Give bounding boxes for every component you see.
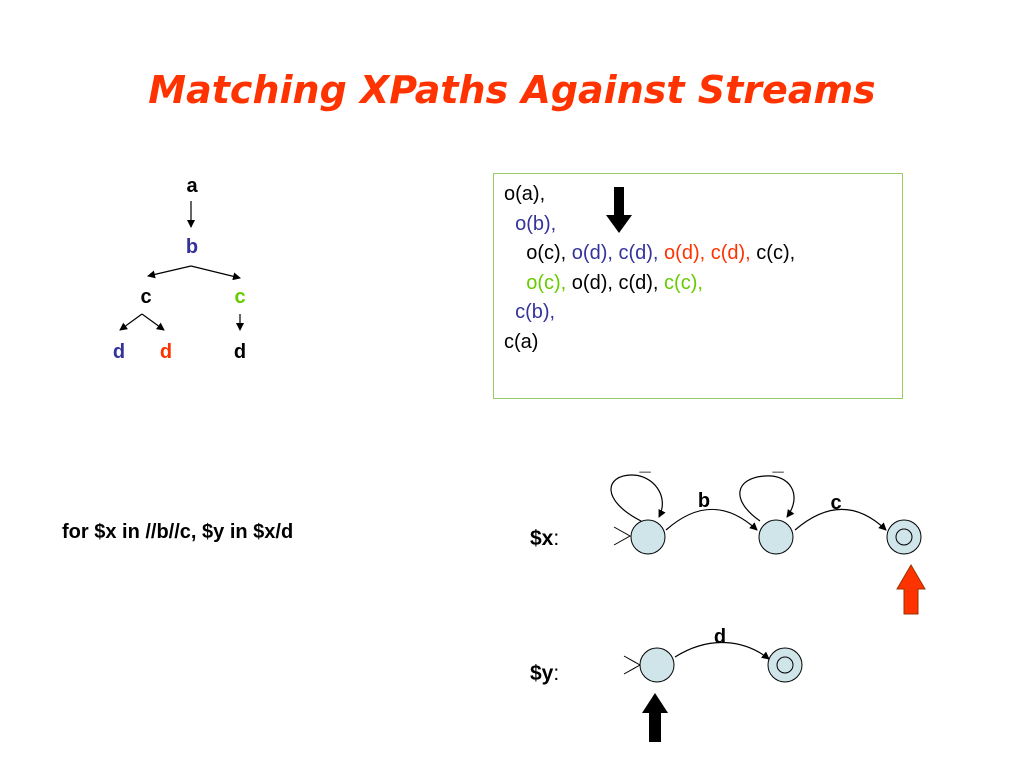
tree-edge-c1-d1 [119, 313, 143, 331]
automaton-x-transition-b [665, 508, 758, 531]
tree-edge-b-c1 [147, 265, 192, 279]
event-line: o(c), o(d), c(d), c(c), [504, 269, 902, 299]
automaton-x-final-state [886, 519, 922, 555]
automaton-y-start-marker [623, 655, 642, 675]
query-text: for $x in //b//c, $y in $x/d [62, 521, 294, 543]
tree-node-c2: c [234, 286, 245, 308]
automaton-y-final-state [767, 647, 803, 683]
event-line: o(a), [504, 180, 902, 210]
automaton-x-transition-c [794, 508, 887, 531]
event-token: c(b), [504, 301, 556, 323]
tree-edge-b-c2 [190, 265, 241, 281]
automaton-x-state-2 [758, 519, 794, 555]
event-token: o(c), [504, 242, 572, 264]
automaton-y-final-state-inner [776, 656, 794, 674]
automaton-x-active-up-arrow-icon [896, 564, 926, 615]
slide-title: Matching XPaths Against Streams [148, 68, 876, 112]
event-line: c(a) [504, 328, 902, 358]
event-stream-box: o(a), o(b), o(c), o(d), c(d), o(d), c(d)… [493, 173, 903, 399]
event-token: o(c), [504, 271, 572, 294]
automaton-x-loop-label-1: _ [638, 453, 651, 475]
event-token: o(b), [504, 212, 557, 235]
event-token: c(c), [756, 242, 796, 264]
automaton-y-transition-label-d: d [714, 626, 726, 648]
automaton-x-start-marker [613, 526, 632, 546]
event-token: o(d), c(d), [571, 271, 665, 294]
automaton-y-active-up-arrow-icon [642, 693, 668, 742]
automaton-y: $y: d [530, 626, 803, 742]
automaton-y-transition-d [674, 641, 770, 660]
automaton-x: $x: _ _ b c [530, 453, 926, 615]
tree-node-b: b [186, 236, 198, 258]
event-token: c(a) [504, 330, 539, 353]
event-token: o(d), c(d), [664, 242, 757, 264]
automaton-x-loop-label-2: _ [771, 453, 784, 475]
tree-node-d1: d [113, 341, 125, 363]
automaton-x-state-1 [630, 519, 666, 555]
tree-node-c1: c [140, 286, 151, 308]
stream-pointer-down-arrow-icon [606, 187, 632, 233]
event-line: o(c), o(d), c(d), o(d), c(d), c(c), [504, 239, 902, 269]
automaton-x-state2-self-loop [739, 475, 795, 522]
automaton-x-final-state-inner [895, 528, 913, 546]
tree-node-a: a [186, 175, 198, 197]
automaton-x-transition-label-b: b [698, 490, 710, 512]
tree-node-d3: d [234, 341, 246, 363]
event-line: o(b), [504, 210, 902, 240]
xml-tree: a b c c d d d [113, 175, 246, 363]
automaton-x-transition-label-c: c [830, 492, 841, 514]
automaton-y-label: $y: [530, 662, 559, 685]
tree-edge-c1-d2 [141, 313, 165, 331]
event-token: o(a), [504, 183, 546, 205]
event-token: o(d), c(d), [571, 242, 665, 264]
automaton-y-state-1 [639, 647, 675, 683]
tree-node-d2: d [160, 341, 172, 363]
automaton-x-state1-self-loop [610, 474, 666, 522]
event-line: c(b), [504, 298, 902, 328]
automaton-x-label: $x: [530, 527, 559, 550]
event-token: c(c), [664, 271, 703, 294]
